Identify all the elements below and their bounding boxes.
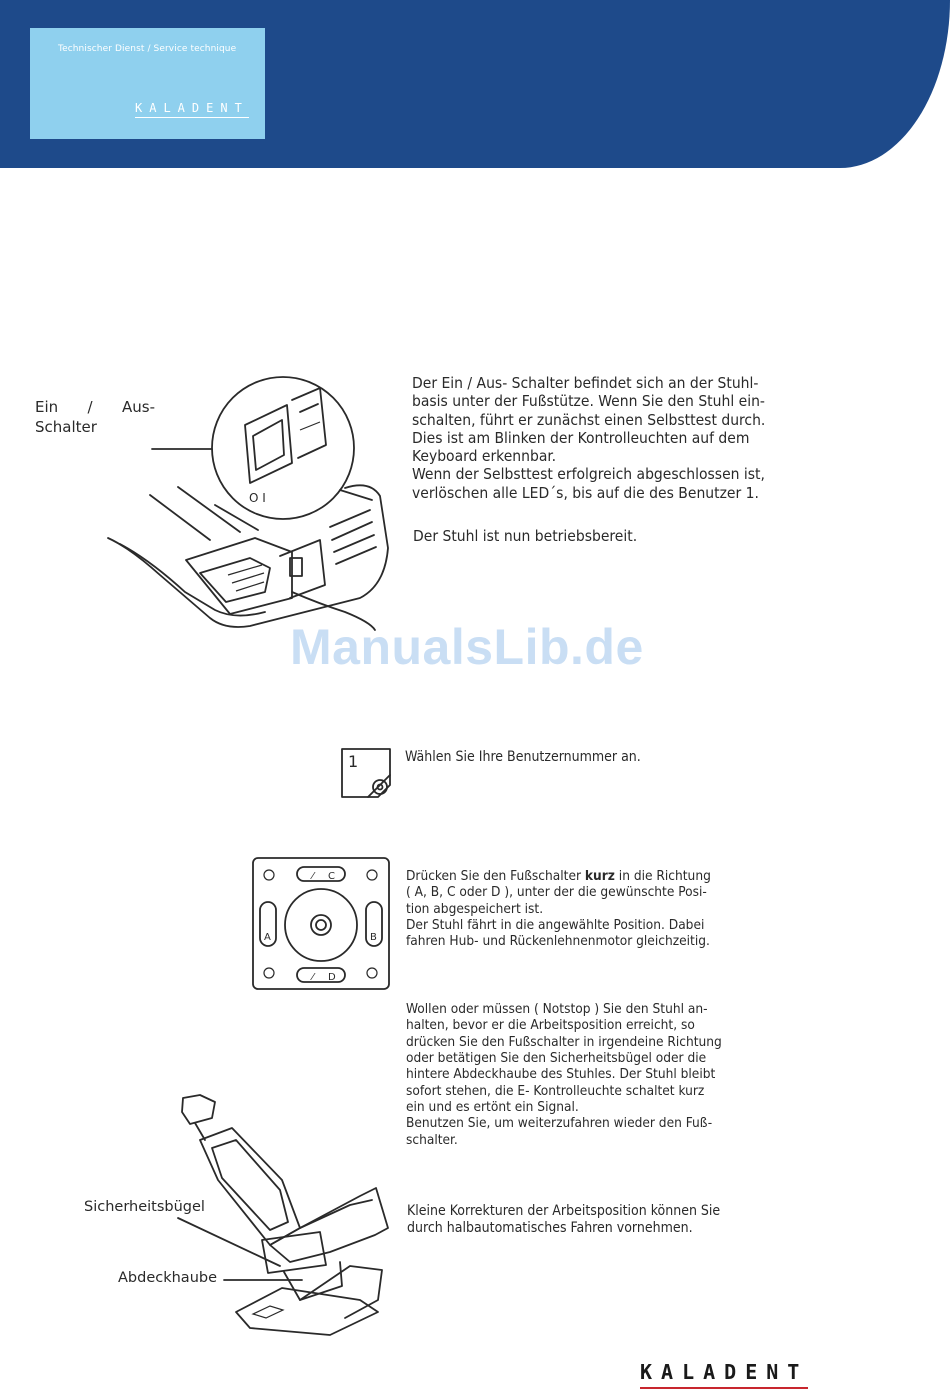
user-key-number: 1	[348, 752, 358, 771]
correction-description: Kleine Korrekturen der Arbeitsposition k…	[407, 1203, 797, 1237]
label-schalter: Schalter	[35, 417, 97, 436]
text-line: drücken Sie den Fußschalter in irgendein…	[406, 1033, 722, 1050]
header-subtitle: Technischer Dienst / Service technique	[58, 44, 237, 54]
svg-text:⁄: ⁄	[310, 871, 316, 882]
text-line: Keyboard erkennbar.	[412, 447, 557, 466]
text-line: halten, bevor er die Arbeitsposition err…	[406, 1017, 695, 1034]
label-aus: Aus-	[122, 398, 155, 416]
switch-marks: O I	[249, 491, 266, 505]
label-abdeckhaube: Abdeckhaube	[118, 1270, 218, 1286]
text-line: Wollen oder müssen ( Notstop ) Sie den S…	[406, 1001, 708, 1017]
label-slash: /	[87, 398, 93, 416]
footswitch-description: Drücken Sie den Fußschalter kurz in die …	[406, 868, 786, 950]
text-line: ( A, B, C oder D ), unter der die gewüns…	[406, 884, 707, 901]
label-sicherheitsbuegel: Sicherheitsbügel	[84, 1199, 205, 1215]
ready-text: Der Stuhl ist nun betriebsbereit.	[413, 527, 638, 545]
header-box: Technischer Dienst / Service technique K…	[30, 28, 265, 139]
text-line: fahren Hub- und Rückenlehnenmotor gleich…	[406, 933, 710, 950]
text-line: hintere Abdeckhaube des Stuhles. Der Stu…	[406, 1066, 716, 1083]
text-line: Drücken Sie den Fußschalter kurz in die …	[406, 868, 711, 884]
switch-description: Der Ein / Aus- Schalter befindet sich an…	[412, 374, 832, 502]
text-line: oder betätigen Sie den Sicherheitsbügel …	[406, 1049, 707, 1066]
text-line: schalter.	[406, 1131, 458, 1148]
key-d: D	[328, 972, 336, 983]
text-line: durch halbautomatisches Fahren vornehmen…	[407, 1219, 693, 1236]
label-ein: Ein	[35, 398, 59, 416]
user-number-text: Wählen Sie Ihre Benutzernummer an.	[405, 749, 641, 765]
watermark: ManualsLib.de	[290, 619, 644, 675]
text-line: Der Stuhl fährt in die angewählte Positi…	[406, 916, 705, 933]
key-a: A	[264, 932, 271, 943]
svg-text:⁄: ⁄	[310, 972, 316, 983]
text-line: Der Ein / Aus- Schalter befindet sich an…	[412, 374, 759, 392]
text-line: Dies ist am Blinken der Kontrolleuchten …	[412, 428, 750, 447]
user-key-icon: 1	[341, 748, 391, 798]
foot-switch-icon: ⁄ C ⁄ D A B	[252, 857, 390, 990]
text-line: sofort stehen, die E- Kontrolleuchte sch…	[406, 1082, 705, 1099]
key-c: C	[328, 871, 335, 882]
text-line: tion abgespeichert ist.	[406, 900, 544, 917]
footer-brand-logo: KALADENT	[640, 1360, 809, 1389]
text-line: basis unter der Fußstütze. Wenn Sie den …	[412, 392, 765, 411]
label-on-off-switch: Ein / Aus- Schalter	[35, 398, 155, 437]
text-line: verlöschen alle LED´s, bis auf die des B…	[412, 483, 759, 502]
key-b: B	[370, 932, 377, 943]
text-line: Wenn der Selbsttest erfolgreich abgeschl…	[412, 465, 765, 484]
emergency-stop-description: Wollen oder müssen ( Notstop ) Sie den S…	[406, 1001, 796, 1148]
text-line: schalten, führt er zunächst einen Selbst…	[412, 410, 766, 429]
header-brand-logo: KALADENT	[135, 101, 249, 118]
text-line: Benutzen Sie, um weiterzufahren wieder d…	[406, 1115, 713, 1132]
text-line: Kleine Korrekturen der Arbeitsposition k…	[407, 1203, 721, 1219]
text-line: ein und es ertönt ein Signal.	[406, 1098, 579, 1115]
